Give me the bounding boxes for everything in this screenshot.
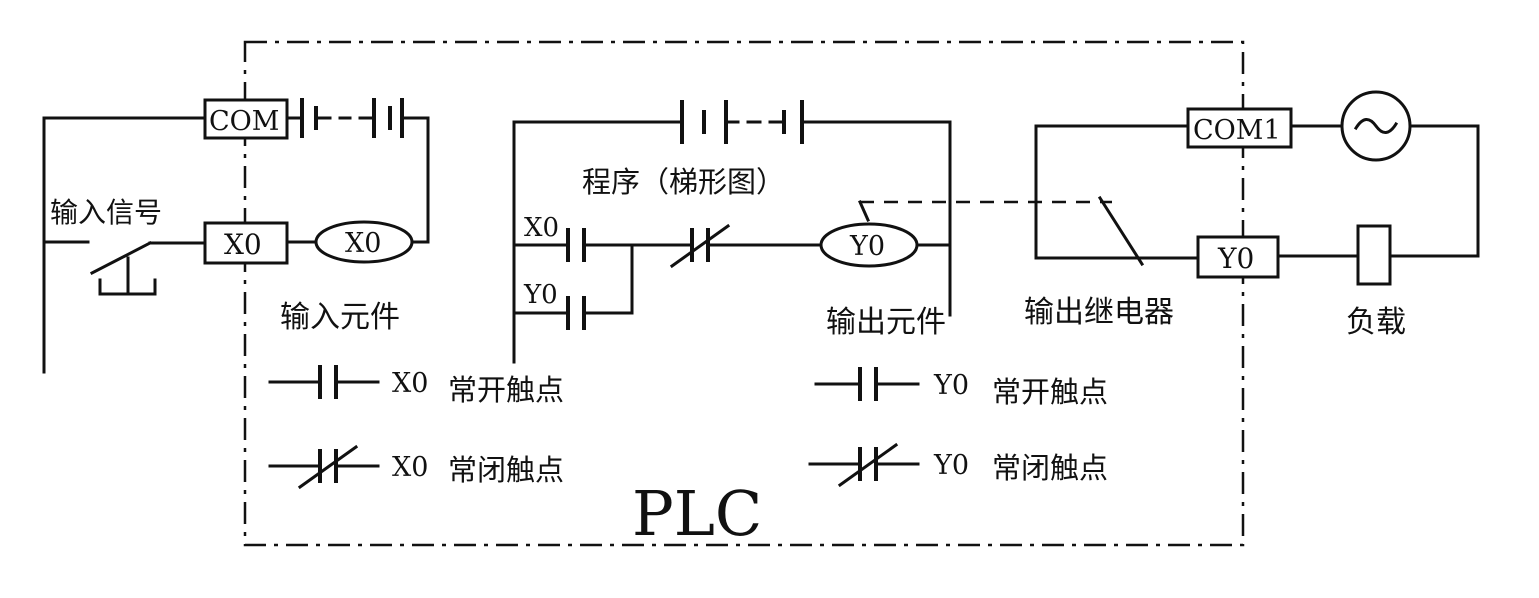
- legend-y0-no-code: Y0: [933, 370, 969, 401]
- relay-linkage: [858, 200, 870, 222]
- legend-x0-no-text: 常开触点: [448, 373, 564, 407]
- load-label: 负载: [1346, 305, 1406, 340]
- y0-terminal: [1196, 235, 1280, 279]
- output-coil-label: Y0: [849, 231, 885, 262]
- y0-no-contact: [566, 296, 586, 330]
- program-label: 程序（梯形图）: [582, 165, 785, 199]
- input-element-label: 输入元件: [280, 300, 400, 335]
- output-relay-contact: [1097, 195, 1145, 267]
- legend-y0-nc-contact: [808, 442, 920, 488]
- com-terminal-label: COM: [209, 106, 279, 137]
- com1-terminal: [1186, 107, 1293, 149]
- output-circuit: COM1 输出继电器 Y0 负载: [1024, 90, 1480, 340]
- x0-no-contact: [566, 228, 586, 262]
- x0-terminal-label: X0: [224, 228, 262, 261]
- plc-boundary: [243, 40, 1245, 547]
- legend-y0-nc-code: Y0: [933, 450, 969, 481]
- ladder-contact-x0-label: X0: [524, 213, 559, 243]
- ladder-contact-y0-label: Y0: [523, 280, 558, 310]
- legend-x0-nc-contact: [268, 444, 380, 490]
- input-signal-label: 输入信号: [50, 196, 162, 229]
- input-switch: [89, 240, 207, 296]
- legend-x0-no-code: X0: [392, 368, 428, 399]
- legend-x0-no-contact: [268, 365, 380, 399]
- legend: X0 常开触点 X0 常闭触点 Y0 常开触点 Y0: [268, 365, 1108, 490]
- y0-terminal-label: Y0: [1217, 242, 1254, 275]
- legend-y0-nc-text: 常闭触点: [992, 451, 1108, 485]
- legend-y0-no-text: 常开触点: [992, 375, 1108, 409]
- output-element-label: 输出元件: [826, 305, 946, 340]
- program-battery: [680, 100, 804, 144]
- input-circuit: COM 输入信号 X0: [42, 98, 430, 374]
- input-coil-label: X0: [345, 228, 381, 259]
- output-relay-label: 输出继电器: [1024, 295, 1174, 330]
- ladder-program: 程序（梯形图） X0 Y0 Y0 输出元件: [512, 100, 952, 364]
- legend-y0-no-contact: [814, 367, 920, 401]
- legend-x0-nc-text: 常闭触点: [448, 453, 564, 487]
- load-element: [1356, 224, 1392, 286]
- ac-source-icon: [1340, 90, 1412, 162]
- plc-label: PLC: [632, 477, 762, 550]
- input-battery: [285, 98, 430, 138]
- com1-terminal-label: COM1: [1193, 115, 1281, 146]
- x0-terminal: [203, 221, 289, 265]
- legend-x0-nc-code: X0: [392, 452, 428, 483]
